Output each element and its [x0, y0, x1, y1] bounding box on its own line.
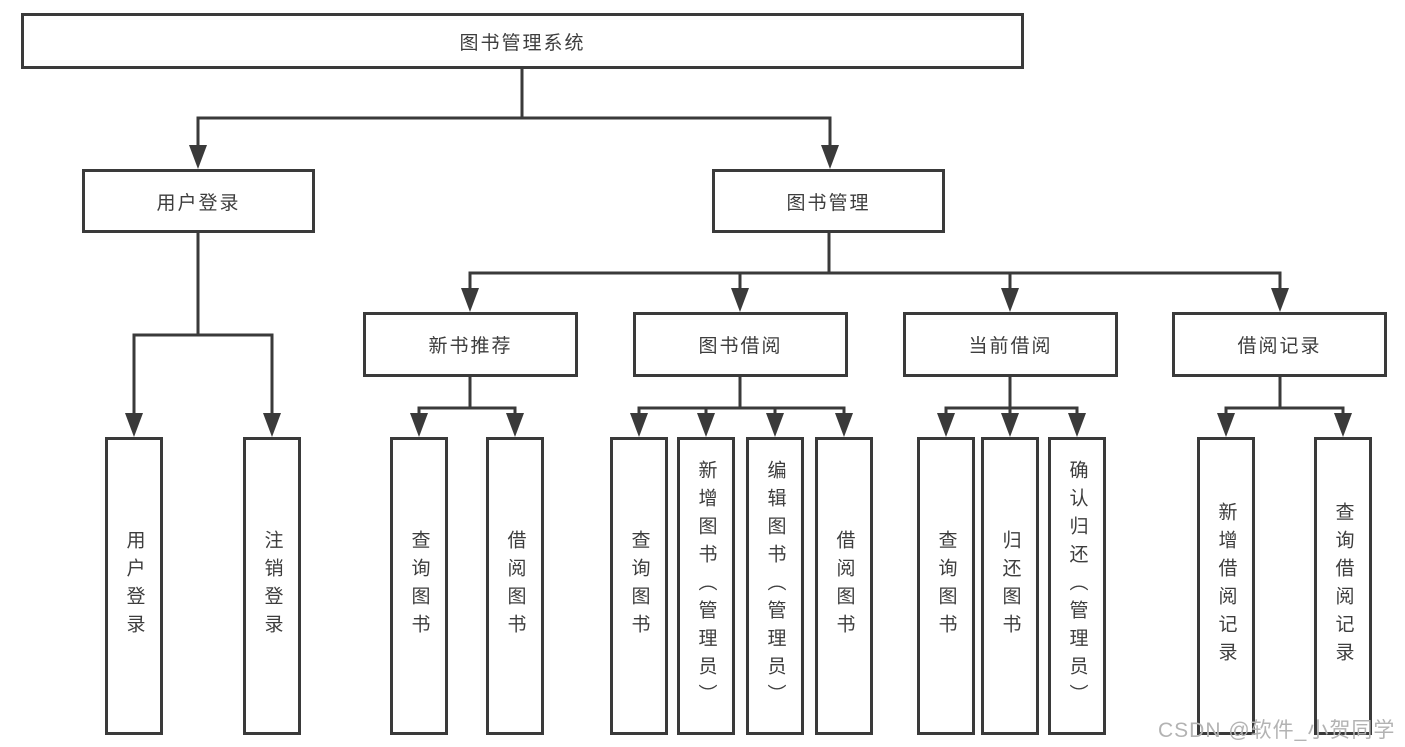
csdn-watermark: CSDN @软件_小贺同学 — [1158, 719, 1396, 742]
leaf-borrowing-add-books-admin: 新增图书（管理员） — [677, 437, 735, 735]
leaf-recommend-query-books: 查询图书 — [390, 437, 448, 735]
node-label: 图书借阅 — [698, 336, 783, 357]
node-label: 查询借阅记录 — [1332, 502, 1354, 670]
node-label: 确认归还（管理员） — [1066, 460, 1088, 712]
leaf-borrowing-borrow-books: 借阅图书 — [815, 437, 873, 735]
node-user-login: 用户登录 — [82, 169, 315, 233]
node-book-management: 图书管理 — [712, 169, 945, 233]
node-library-management-system: 图书管理系统 — [21, 13, 1024, 69]
node-book-borrowing: 图书借阅 — [633, 312, 848, 377]
node-label: 当前借阅 — [968, 336, 1053, 357]
node-label: 借阅图书 — [833, 530, 855, 642]
leaf-records-add-record: 新增借阅记录 — [1197, 437, 1255, 735]
node-borrowing-records: 借阅记录 — [1172, 312, 1387, 377]
leaf-current-return-books: 归还图书 — [981, 437, 1039, 735]
leaf-current-confirm-return-admin: 确认归还（管理员） — [1048, 437, 1106, 735]
node-label: 借阅图书 — [504, 530, 526, 642]
node-label: 图书管理 — [786, 192, 871, 214]
leaf-records-query-record: 查询借阅记录 — [1314, 437, 1372, 735]
leaf-current-query-books: 查询图书 — [917, 437, 975, 735]
node-label: 编辑图书（管理员） — [764, 460, 786, 712]
node-label: 归还图书 — [999, 530, 1021, 642]
node-label: 查询图书 — [408, 530, 430, 642]
node-label: 图书管理系统 — [459, 32, 586, 54]
node-label: 查询图书 — [628, 530, 650, 642]
leaf-borrowing-query-books: 查询图书 — [610, 437, 668, 735]
node-label: 新书推荐 — [428, 336, 513, 357]
node-label: 新增图书（管理员） — [695, 460, 717, 712]
leaf-logout-login: 注销登录 — [243, 437, 301, 735]
node-new-book-recommend: 新书推荐 — [363, 312, 578, 377]
node-current-borrowing: 当前借阅 — [903, 312, 1118, 377]
arrowheads — [125, 145, 1352, 437]
node-label: 注销登录 — [261, 530, 283, 642]
leaf-borrowing-edit-books-admin: 编辑图书（管理员） — [746, 437, 804, 735]
node-label: 用户登录 — [156, 192, 241, 214]
node-label: 查询图书 — [935, 530, 957, 642]
node-label: 借阅记录 — [1237, 336, 1322, 357]
node-label: 新增借阅记录 — [1215, 502, 1237, 670]
leaf-recommend-borrow-books: 借阅图书 — [486, 437, 544, 735]
leaf-user-login: 用户登录 — [105, 437, 163, 735]
node-label: 用户登录 — [123, 530, 145, 642]
